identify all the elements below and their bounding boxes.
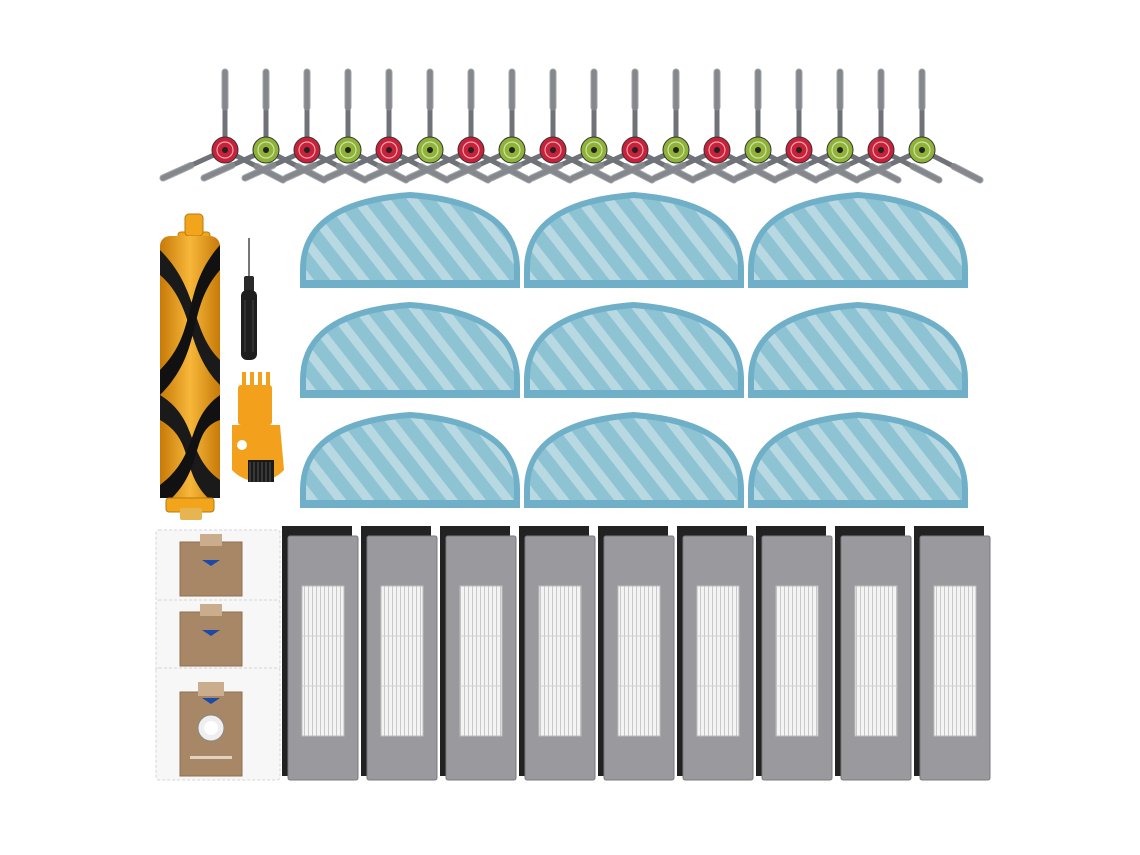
filter <box>598 526 675 781</box>
filter <box>440 526 517 781</box>
filter-row <box>282 526 991 781</box>
mop-pad <box>748 412 968 508</box>
dust-bag <box>155 599 281 673</box>
main-roller-brush <box>160 213 220 520</box>
filter <box>914 526 991 781</box>
dust-bag-stack <box>155 529 281 781</box>
filter <box>756 526 833 781</box>
side-brush <box>733 68 861 184</box>
side-brush <box>774 68 902 184</box>
side-brush <box>528 68 656 184</box>
mop-pad-grid <box>300 192 968 508</box>
side-brush <box>487 68 615 184</box>
filter <box>282 526 359 781</box>
mop-pad <box>524 192 744 288</box>
mop-pad <box>524 302 744 398</box>
side-brush <box>651 68 779 184</box>
side-brush <box>364 68 492 184</box>
side-brush <box>569 68 697 184</box>
mop-pad <box>300 412 520 508</box>
side-brush <box>692 68 820 184</box>
side-brush <box>241 68 369 184</box>
dust-bag <box>155 667 281 781</box>
side-brush-row <box>159 68 984 184</box>
side-brush <box>610 68 738 184</box>
filter <box>361 526 438 781</box>
dust-bag <box>155 529 281 603</box>
cleaning-tool <box>232 372 284 482</box>
side-brush <box>323 68 451 184</box>
mop-pad <box>524 412 744 508</box>
mop-pad <box>748 302 968 398</box>
filter <box>835 526 912 781</box>
side-brush <box>856 68 984 184</box>
mop-pad <box>748 192 968 288</box>
side-brush <box>815 68 943 184</box>
screwdriver <box>241 238 257 360</box>
filter <box>677 526 754 781</box>
mop-pad <box>300 192 520 288</box>
filter <box>519 526 596 781</box>
mop-pad <box>300 302 520 398</box>
side-brush <box>446 68 574 184</box>
side-brush <box>200 68 328 184</box>
